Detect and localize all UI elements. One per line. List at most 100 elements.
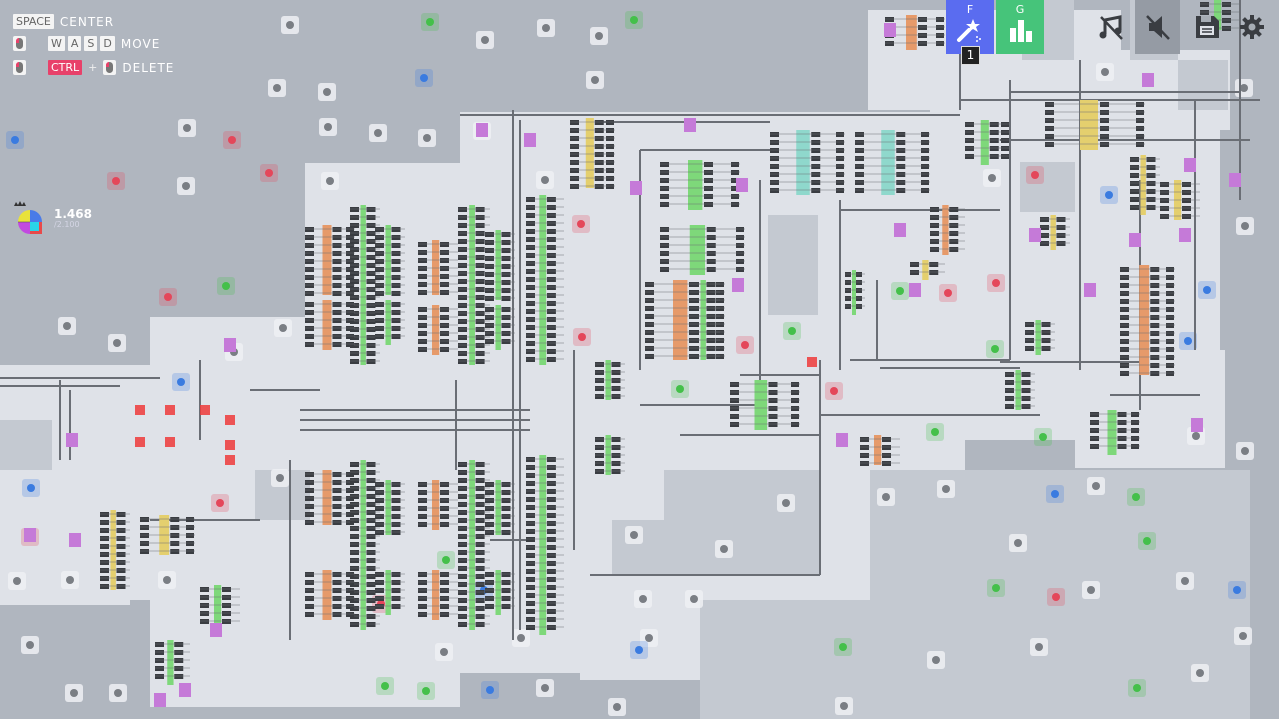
building <box>475 271 485 276</box>
conveyor-strip <box>1080 100 1098 150</box>
building <box>526 577 535 582</box>
building <box>475 558 485 563</box>
storage-block <box>524 133 536 147</box>
building <box>526 309 535 314</box>
building <box>1160 206 1169 211</box>
building <box>458 534 467 539</box>
building <box>896 156 906 161</box>
sound-mute-icon <box>1145 15 1170 40</box>
building <box>611 386 621 391</box>
green-resource-node <box>891 282 909 300</box>
building <box>706 298 716 303</box>
building <box>350 247 359 252</box>
building <box>346 267 354 272</box>
building <box>501 604 511 609</box>
building <box>375 588 384 593</box>
building <box>501 482 511 487</box>
green-resource-node <box>783 322 801 340</box>
building <box>140 549 149 554</box>
building <box>155 674 164 679</box>
building <box>768 422 778 427</box>
building <box>350 319 359 324</box>
building <box>811 140 821 145</box>
building <box>458 351 467 356</box>
building <box>736 227 744 232</box>
building-cluster <box>375 300 405 345</box>
building <box>526 505 535 510</box>
gray-resource-node <box>586 71 604 89</box>
building <box>350 462 359 467</box>
building <box>366 343 376 348</box>
building <box>418 274 427 279</box>
building <box>1041 346 1051 351</box>
building <box>366 231 376 236</box>
building <box>305 267 314 272</box>
building <box>930 215 939 220</box>
building <box>366 327 376 332</box>
building <box>1117 444 1127 449</box>
building <box>930 239 939 244</box>
building <box>570 160 579 165</box>
building <box>418 580 427 585</box>
building <box>174 650 184 655</box>
building <box>1150 299 1160 304</box>
building <box>918 17 927 22</box>
building <box>595 370 604 375</box>
music-toggle-button[interactable] <box>1088 0 1133 54</box>
building <box>174 674 184 679</box>
conveyor-strip <box>1214 0 1222 30</box>
space-key: SPACE <box>13 14 54 29</box>
building <box>949 223 959 228</box>
building <box>526 237 535 242</box>
building <box>611 469 621 474</box>
building <box>440 514 449 519</box>
save-button[interactable] <box>1184 0 1229 54</box>
conveyor-strip <box>385 480 391 535</box>
building <box>458 614 467 619</box>
building <box>440 331 449 336</box>
wand-tool-button[interactable]: F 1 <box>946 0 994 65</box>
building <box>546 253 556 258</box>
building <box>1090 444 1099 449</box>
building <box>716 298 724 303</box>
building <box>350 207 359 212</box>
building <box>845 304 851 309</box>
building <box>1166 323 1174 328</box>
building <box>418 514 427 519</box>
green-resource-node <box>625 11 643 29</box>
building <box>1166 339 1174 344</box>
building <box>526 513 535 518</box>
building <box>855 132 864 137</box>
building <box>546 545 556 550</box>
conveyor-strip <box>110 510 116 590</box>
conveyor-strip <box>881 130 895 195</box>
blue-resource-node <box>415 69 433 87</box>
building <box>660 235 669 240</box>
building <box>595 461 604 466</box>
building <box>475 351 485 356</box>
level-goal-indicator[interactable]: 1.468 /2.100 <box>12 200 92 236</box>
building <box>475 534 485 539</box>
green-resource-node <box>1138 532 1156 550</box>
building <box>458 279 467 284</box>
building <box>475 518 485 523</box>
building <box>770 156 779 161</box>
building <box>475 255 485 260</box>
gray-resource-node <box>937 480 955 498</box>
building <box>501 232 511 237</box>
settings-button[interactable] <box>1232 0 1272 54</box>
building <box>690 338 699 343</box>
gray-resource-node <box>536 171 554 189</box>
building <box>332 496 342 501</box>
building-cluster <box>660 160 740 210</box>
building <box>475 343 485 348</box>
building <box>350 287 359 292</box>
building <box>546 229 556 234</box>
sound-toggle-button[interactable] <box>1135 0 1180 54</box>
building <box>200 603 209 608</box>
building <box>896 172 906 177</box>
building <box>458 518 467 523</box>
building <box>375 302 384 307</box>
stats-button[interactable]: G <box>996 0 1044 54</box>
